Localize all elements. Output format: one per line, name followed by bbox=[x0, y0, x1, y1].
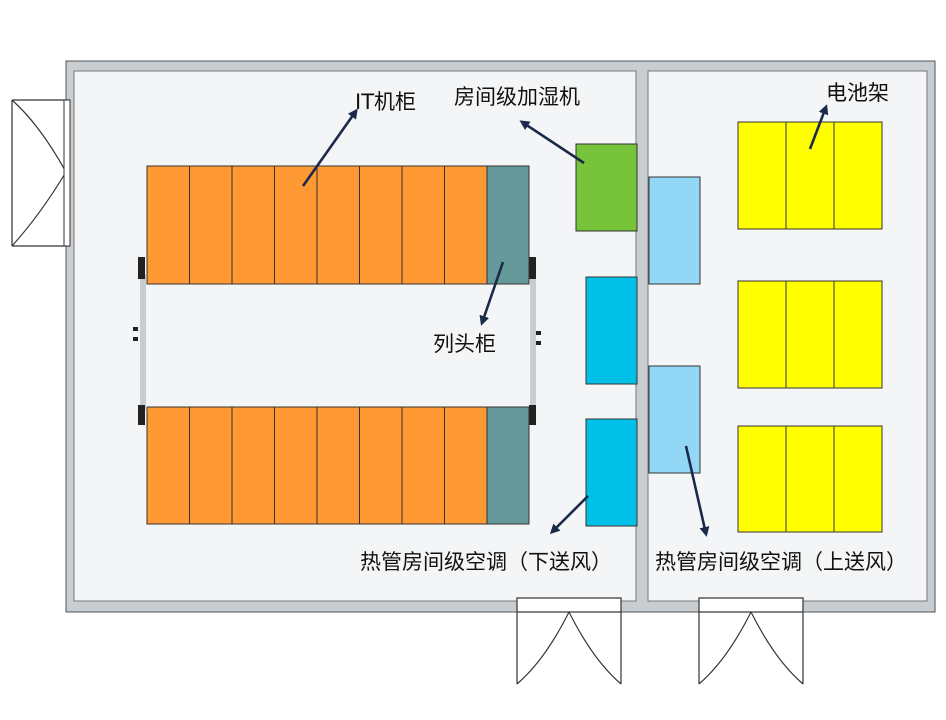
aisle-containment bbox=[133, 257, 541, 425]
it-cabinet bbox=[316, 165, 360, 285]
label-ac-up-flow: 热管房间级空调（上送风） bbox=[655, 550, 907, 574]
arrow-it-cabinet bbox=[301, 108, 358, 187]
it-cabinet bbox=[444, 406, 488, 525]
ac-down-flow-unit bbox=[585, 418, 638, 527]
label-room-humidifier: 房间级加湿机 bbox=[454, 85, 580, 109]
battery-unit bbox=[833, 425, 883, 533]
battery-unit bbox=[737, 425, 787, 533]
battery-unit bbox=[833, 121, 883, 230]
battery-unit bbox=[737, 280, 787, 389]
it-cabinet bbox=[189, 165, 233, 285]
it-cabinet bbox=[189, 406, 233, 525]
ac-up-flow-unit bbox=[648, 176, 701, 285]
it-cabinet bbox=[316, 406, 360, 525]
it-cabinet bbox=[274, 406, 318, 525]
it-cabinet bbox=[231, 165, 275, 285]
arrow-column-head bbox=[479, 261, 505, 326]
bottom-door-left bbox=[516, 597, 622, 685]
bottom-door-right bbox=[698, 597, 804, 685]
battery-racks bbox=[737, 121, 883, 533]
battery-unit bbox=[785, 425, 835, 533]
cabinet-row-top bbox=[146, 165, 530, 285]
it-cabinet bbox=[359, 165, 403, 285]
it-cabinet bbox=[231, 406, 275, 525]
arrow-humidifier bbox=[519, 120, 585, 165]
left-door bbox=[11, 99, 71, 247]
arrow-ac-up bbox=[684, 445, 710, 537]
ac-up-flow-unit bbox=[648, 365, 701, 474]
arrow-ac-down bbox=[549, 495, 589, 535]
arrow-battery-rack bbox=[808, 104, 829, 150]
it-cabinet bbox=[274, 165, 318, 285]
label-battery-rack: 电池架 bbox=[826, 81, 889, 105]
label-ac-down-flow: 热管房间级空调（下送风） bbox=[360, 550, 612, 574]
it-cabinet bbox=[401, 165, 445, 285]
battery-unit bbox=[785, 121, 835, 230]
battery-unit bbox=[737, 121, 787, 230]
it-cabinet bbox=[359, 406, 403, 525]
it-cabinet bbox=[444, 165, 488, 285]
cabinet-row-bottom bbox=[146, 406, 530, 525]
room-humidifier bbox=[575, 143, 638, 232]
label-column-head-cabinet: 列头柜 bbox=[433, 332, 496, 356]
it-cabinet bbox=[146, 406, 190, 525]
leader-arrows bbox=[301, 104, 829, 537]
battery-unit bbox=[785, 280, 835, 389]
battery-unit bbox=[833, 280, 883, 389]
label-it-cabinet: IT机柜 bbox=[355, 90, 416, 114]
column-head-cabinet bbox=[486, 406, 530, 525]
ac-down-flow-unit bbox=[585, 276, 638, 385]
column-head-cabinet bbox=[486, 165, 530, 285]
it-cabinet bbox=[401, 406, 445, 525]
it-cabinet bbox=[146, 165, 190, 285]
